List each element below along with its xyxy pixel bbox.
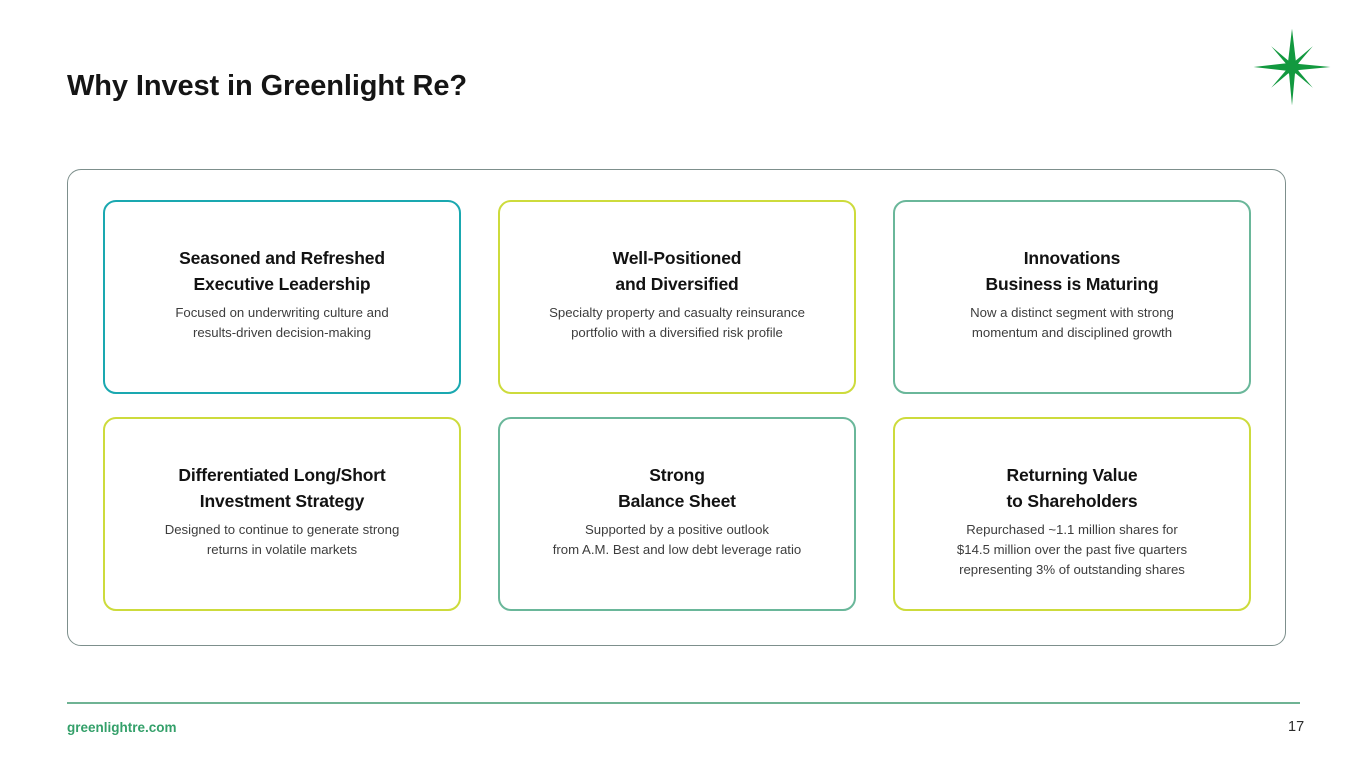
feature-card-grid: Seasoned and Refreshed Executive Leaders… [103, 200, 1252, 611]
feature-card-body: Focused on underwriting culture and resu… [175, 304, 389, 340]
page-number: 17 [1288, 719, 1305, 735]
feature-card-body: Now a distinct segment with strong momen… [970, 304, 1174, 340]
feature-card-title: Returning Value to Shareholders [1006, 465, 1138, 511]
feature-card-title: Seasoned and Refreshed Executive Leaders… [179, 248, 385, 294]
footer-website-link[interactable]: greenlightre.com [67, 720, 177, 735]
feature-card-title: Innovations Business is Maturing [985, 248, 1159, 294]
feature-cards-container: Seasoned and Refreshed Executive Leaders… [67, 169, 1286, 646]
feature-card-body: Supported by a positive outlook from A.M… [552, 521, 802, 557]
feature-card-title: Well-Positioned and Diversified [612, 248, 742, 294]
feature-card[interactable]: Strong Balance Sheet Supported by a posi… [498, 417, 856, 611]
footer-divider [67, 702, 1300, 705]
feature-card[interactable]: Innovations Business is Maturing Now a d… [893, 200, 1251, 394]
feature-card-body: Designed to continue to generate strong … [164, 521, 400, 557]
feature-card[interactable]: Differentiated Long/Short Investment Str… [103, 417, 461, 611]
feature-card-body: Specialty property and casualty reinsura… [549, 304, 805, 340]
feature-card-title: Differentiated Long/Short Investment Str… [178, 465, 386, 511]
four-point-star-logo-icon [1252, 25, 1332, 109]
feature-card-title: Strong Balance Sheet [618, 465, 736, 511]
page-title: Why Invest in Greenlight Re? [67, 70, 468, 102]
feature-card-body: Repurchased ~1.1 million shares for $14.… [956, 521, 1188, 577]
feature-card[interactable]: Seasoned and Refreshed Executive Leaders… [103, 200, 461, 394]
feature-card[interactable]: Well-Positioned and Diversified Specialt… [498, 200, 856, 394]
feature-card[interactable]: Returning Value to Shareholders Repurcha… [893, 417, 1251, 611]
